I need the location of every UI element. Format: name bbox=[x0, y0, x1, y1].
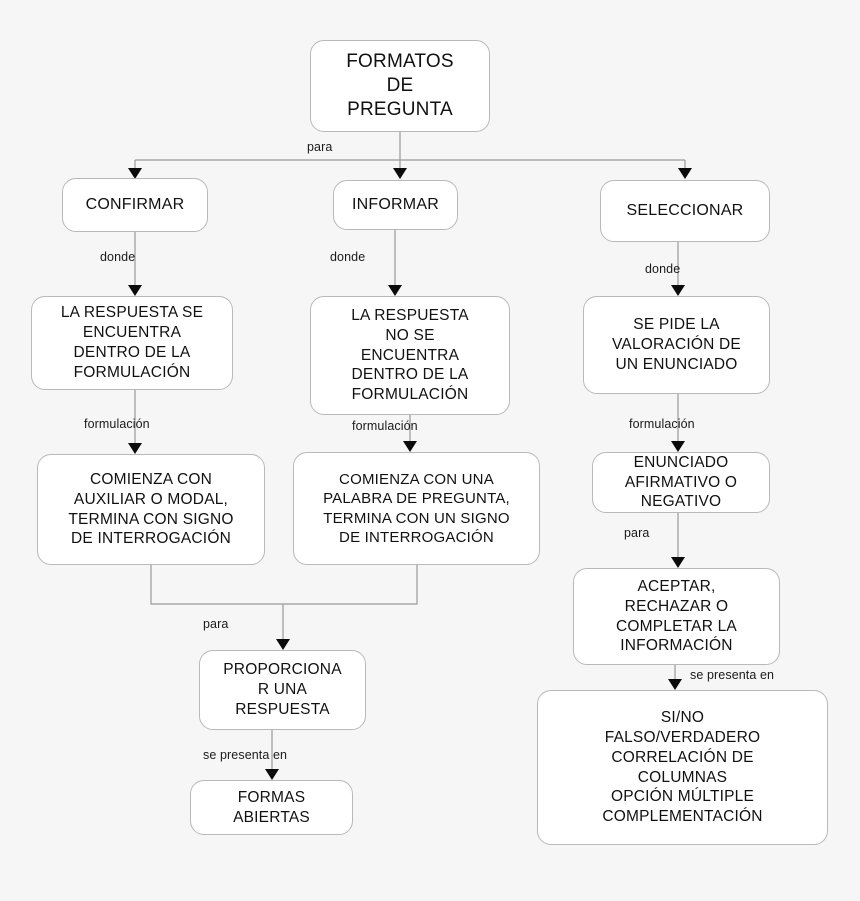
edge-label-right-formulacion: formulación bbox=[629, 417, 695, 431]
node-respuesta-dentro[interactable]: LA RESPUESTA SE ENCUENTRA DENTRO DE LA F… bbox=[31, 296, 233, 390]
node-root[interactable]: FORMATOS DE PREGUNTA bbox=[310, 40, 490, 132]
arrowhead-proporcionar-formas bbox=[265, 769, 279, 780]
node-auxiliar-modal[interactable]: COMIENZA CON AUXILIAR O MODAL, TERMINA C… bbox=[37, 454, 265, 565]
arrowhead-seleccionar-sepide bbox=[671, 285, 685, 296]
edge-label-merge-para: para bbox=[203, 617, 229, 631]
edge-label-informar-donde: donde bbox=[330, 250, 366, 264]
edge-label-confirmar-donde: donde bbox=[100, 250, 136, 264]
node-respuesta-no-dentro[interactable]: LA RESPUESTA NO SE ENCUENTRA DENTRO DE L… bbox=[310, 296, 510, 415]
edge-label-root-para: para bbox=[307, 140, 333, 154]
arrowhead-to-seleccionar bbox=[678, 168, 692, 179]
node-aceptar-rechazar[interactable]: ACEPTAR, RECHAZAR O COMPLETAR LA INFORMA… bbox=[573, 568, 780, 665]
edge-label-seleccionar-donde: donde bbox=[645, 262, 681, 276]
arrowhead-enunciado-aceptar bbox=[671, 557, 685, 568]
node-se-pide-valoracion[interactable]: SE PIDE LA VALORACIÓN DE UN ENUNCIADO bbox=[583, 296, 770, 394]
node-palabra-pregunta[interactable]: COMIENZA CON UNA PALABRA DE PREGUNTA, TE… bbox=[293, 452, 540, 565]
node-tipos-seleccion[interactable]: SI/NO FALSO/VERDADERO CORRELACIÓN DE COL… bbox=[537, 690, 828, 845]
node-confirmar[interactable]: CONFIRMAR bbox=[62, 178, 208, 232]
edge-label-aceptar-se-presenta: se presenta en bbox=[690, 668, 775, 682]
edge-label-left-formulacion: formulación bbox=[84, 417, 150, 431]
arrowhead-informar-respuesta bbox=[388, 285, 402, 296]
arrowhead-confirmar-respuesta bbox=[128, 285, 142, 296]
arrowhead-respuesta-auxiliar bbox=[128, 443, 142, 454]
node-informar[interactable]: INFORMAR bbox=[333, 180, 458, 230]
node-formas-abiertas[interactable]: FORMAS ABIERTAS bbox=[190, 780, 353, 835]
edge-label-mid-formulacion: formulación bbox=[352, 419, 418, 433]
arrowhead-to-informar bbox=[393, 168, 407, 179]
arrowhead-merge-proporcionar bbox=[276, 639, 290, 650]
node-enunciado-afirmativo[interactable]: ENUNCIADO AFIRMATIVO O NEGATIVO bbox=[592, 452, 770, 513]
arrowhead-respuesta2-palabra bbox=[403, 441, 417, 452]
edge-label-enunciado-para: para bbox=[624, 526, 650, 540]
arrowhead-aceptar-tipos bbox=[668, 679, 682, 690]
node-seleccionar[interactable]: SELECCIONAR bbox=[600, 180, 770, 242]
edge-label-proporcionar-se-presenta: se presenta en bbox=[203, 748, 288, 762]
connector-merge-left bbox=[150, 565, 418, 605]
arrowhead-sepide-enunciado bbox=[671, 441, 685, 452]
node-proporcionar-respuesta[interactable]: PROPORCIONA R UNA RESPUESTA bbox=[199, 650, 366, 730]
